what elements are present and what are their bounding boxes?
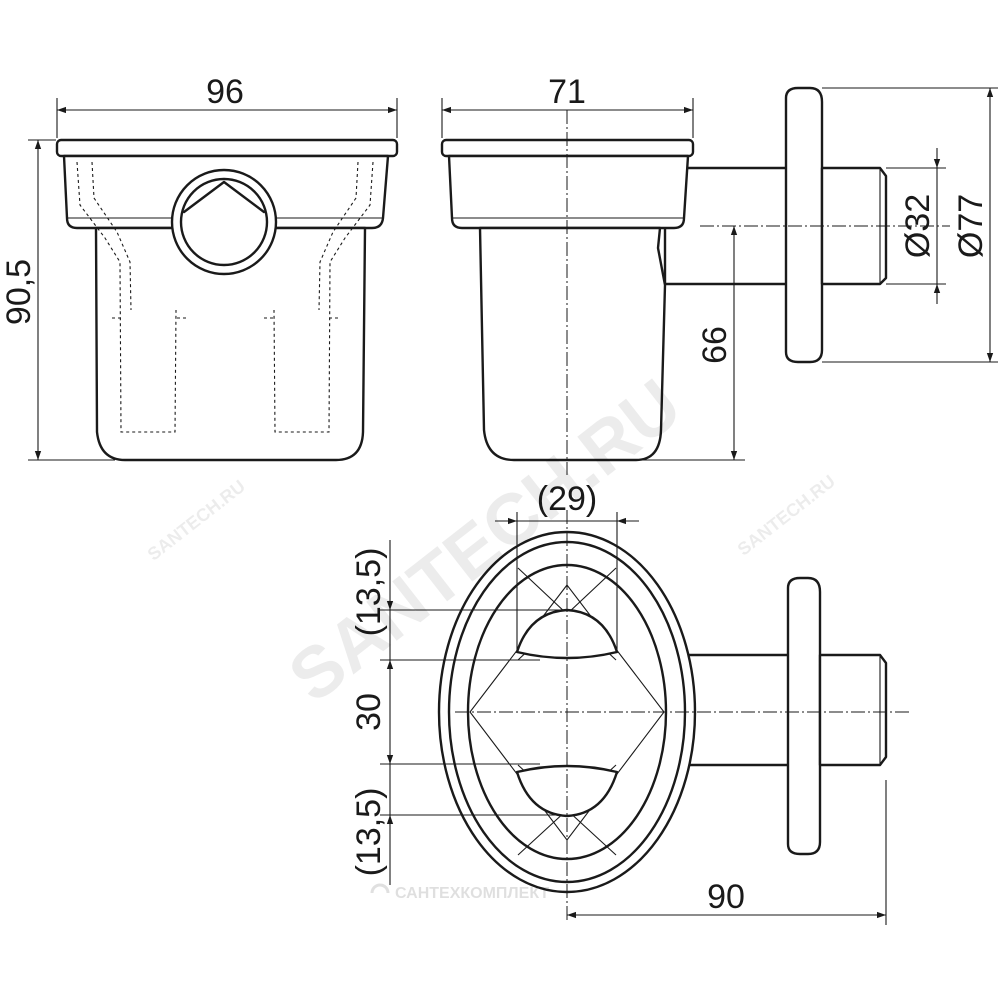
watermark-corner-left: SANTECH.RU — [144, 476, 249, 564]
watermark-logo-icon — [370, 883, 390, 894]
top-view: (29) (13,5) 30 (13,5) 90 — [350, 480, 910, 925]
top-view-flange — [786, 576, 822, 856]
dimension-outlet-diameter-small: Ø32 — [899, 194, 937, 258]
watermark-corner-right: SANTECH.RU — [734, 471, 839, 559]
watermark-bottom: САНТЕХКОМПЛЕКТ — [395, 885, 549, 902]
front-view-grate — [55, 138, 399, 158]
side-view: 71 66 Ø32 Ø77 — [440, 73, 998, 475]
dimension-opening-width: (29) — [537, 480, 597, 518]
side-view-lower-cup — [478, 226, 667, 462]
dimension-width-side: 71 — [548, 73, 586, 111]
side-view-flange — [784, 86, 824, 364]
front-view: 96 90,5 — [0, 73, 399, 462]
dimension-height-total: 90,5 — [0, 259, 38, 325]
front-view-lower-cup — [94, 226, 367, 462]
dimension-width-front: 96 — [206, 73, 244, 111]
dimension-opening-gap: 30 — [350, 693, 388, 731]
top-view-pipe-end — [818, 653, 888, 767]
front-view-outlet — [170, 168, 278, 276]
dimension-outlet-diameter-large: Ø77 — [952, 194, 990, 258]
dimension-outlet-height: 66 — [696, 326, 734, 364]
dimension-outlet-length: 90 — [707, 878, 745, 916]
dimension-opening-top: (13,5) — [350, 548, 388, 637]
dimension-opening-bottom: (13,5) — [350, 788, 388, 877]
